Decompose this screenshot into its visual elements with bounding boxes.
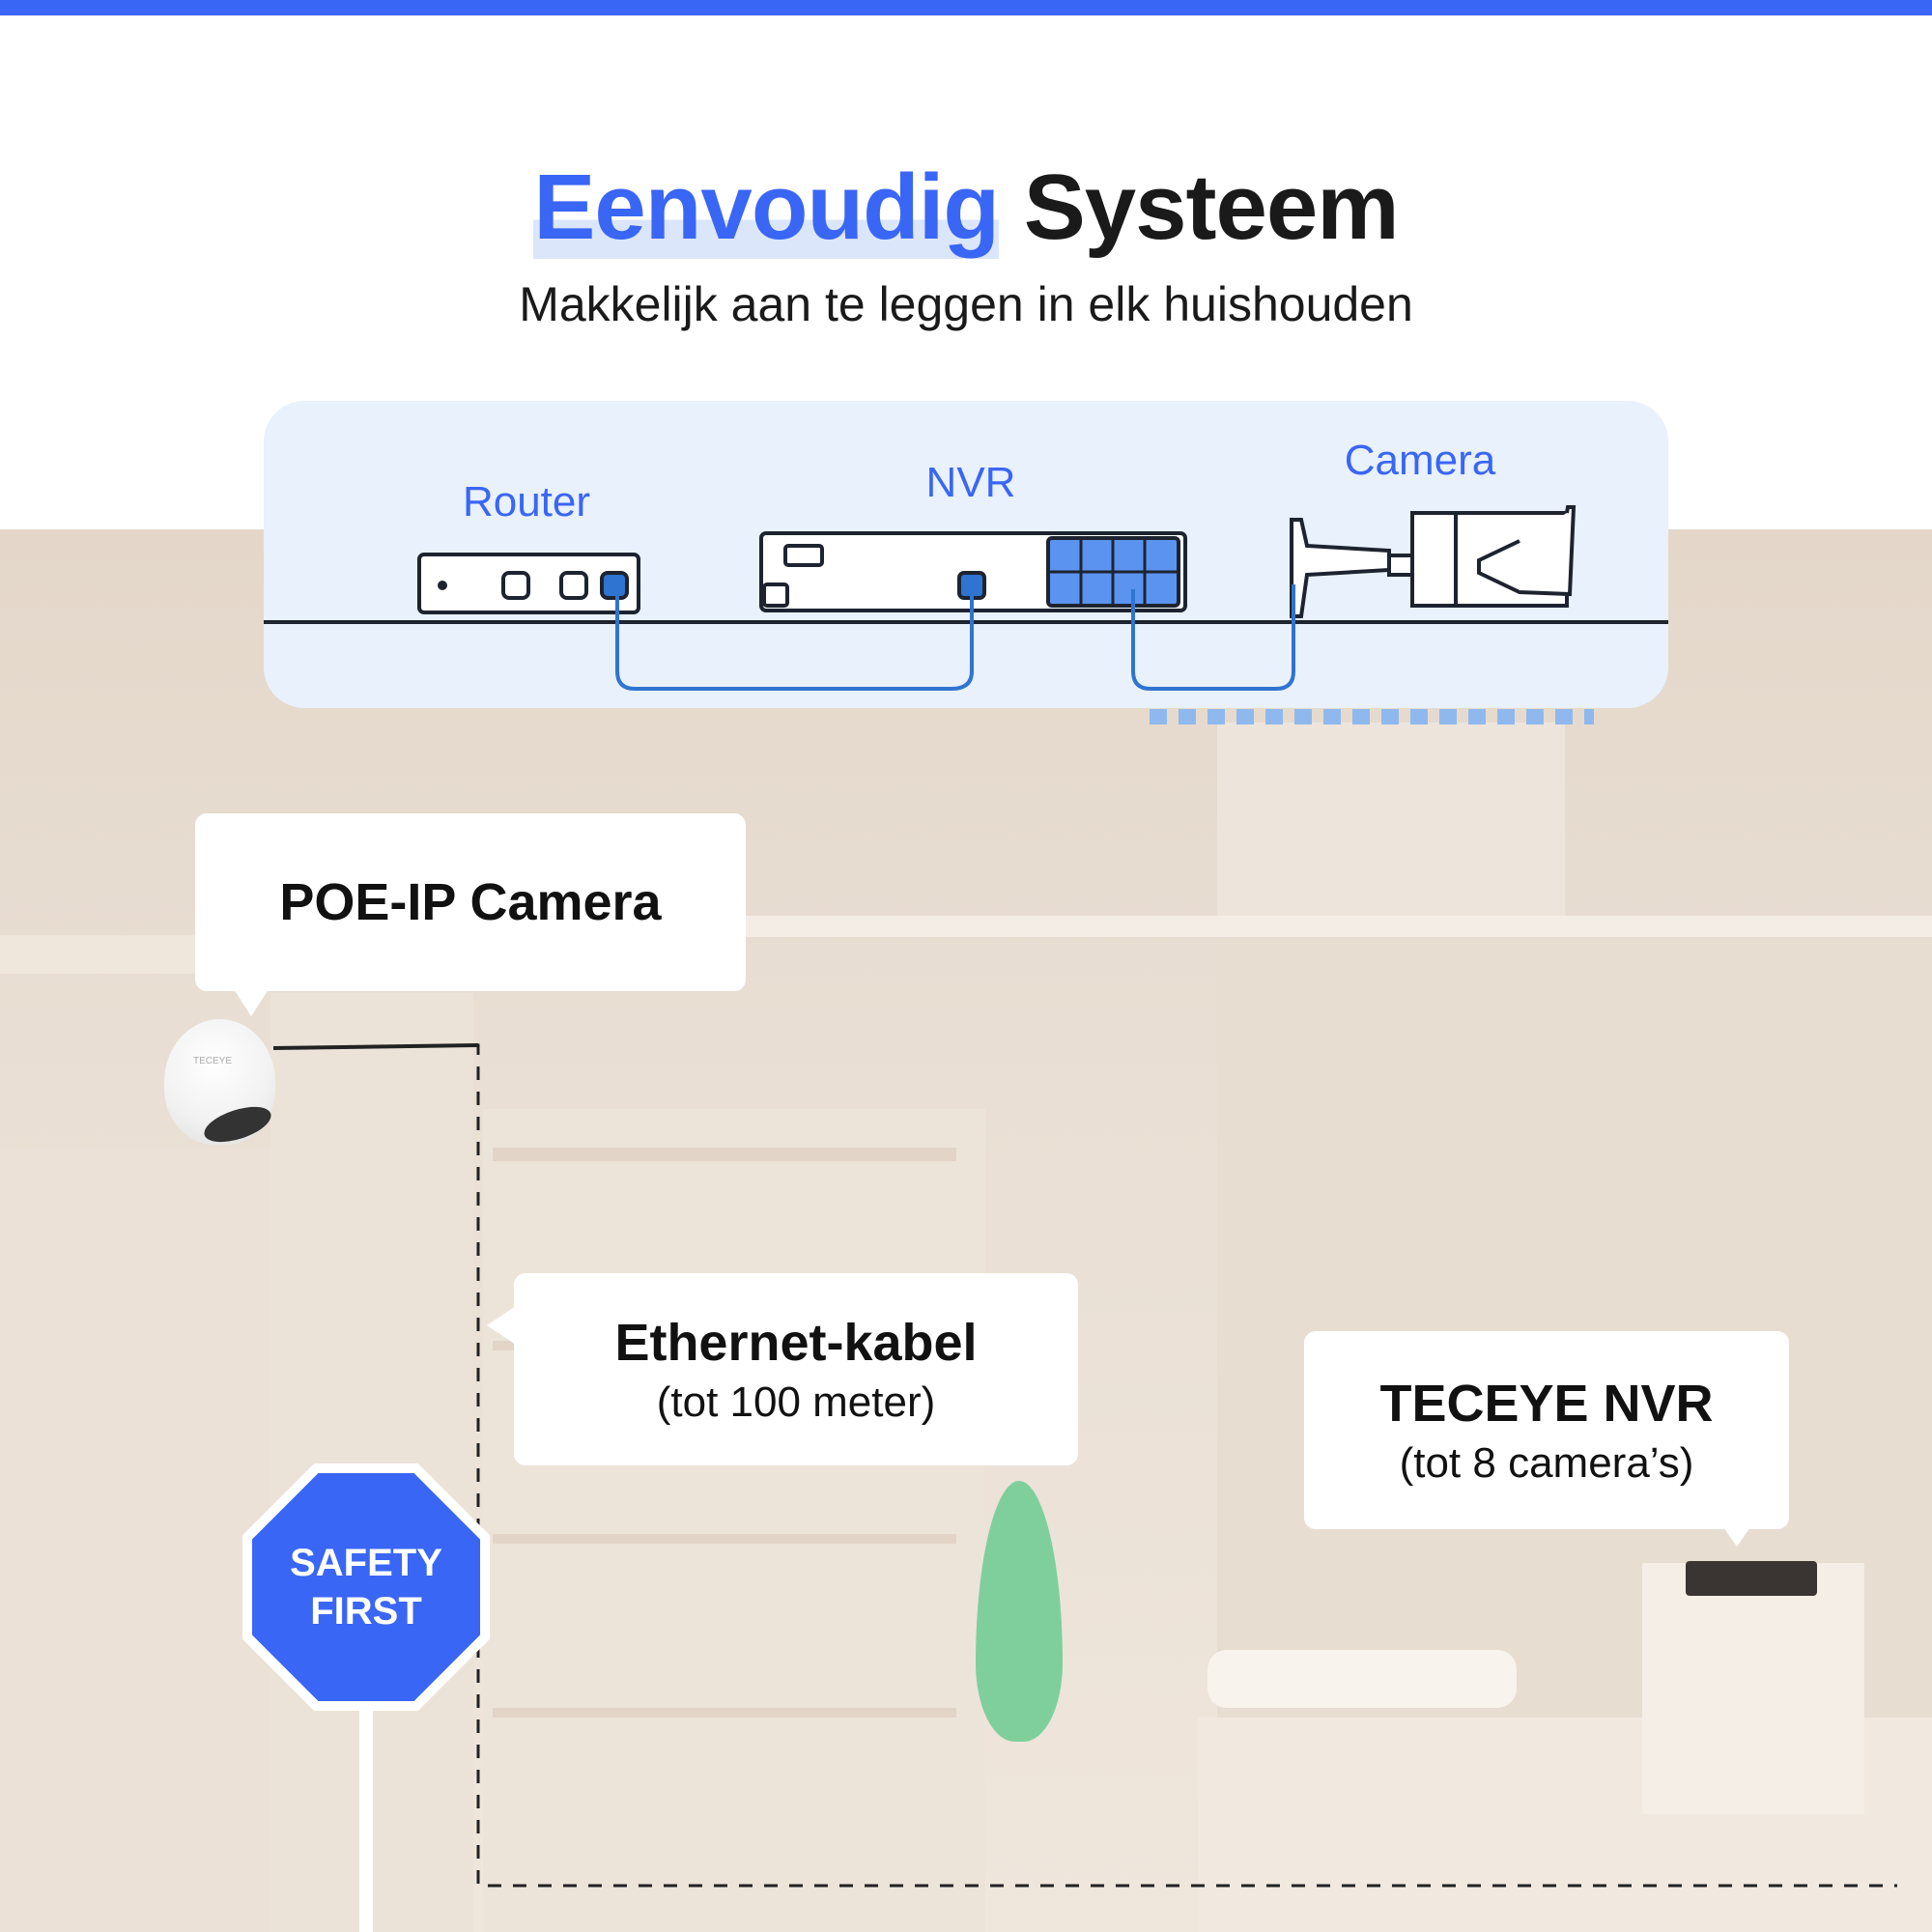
dome-camera-image: TECEYE (164, 1019, 275, 1150)
callout-ethernet-cable: Ethernet-kabel (tot 100 meter) (487, 1273, 1078, 1465)
bullet-camera-icon (1290, 505, 1577, 618)
router-label: Router (462, 478, 591, 526)
top-accent-bar (0, 0, 1932, 15)
camera-label: Camera (1344, 437, 1496, 484)
callout-poe-camera: POE-IP Camera (195, 813, 746, 1016)
title-highlight: Eenvoudig (533, 156, 1000, 259)
nvr-camera-cable (1131, 584, 1295, 691)
page-subtitle: Makkelijk aan te leggen in elk huishoude… (519, 277, 1413, 331)
callout-title: POE-IP Camera (279, 873, 662, 931)
camera-brand-text: TECEYE (193, 1056, 233, 1066)
callout-title: TECEYE NVR (1379, 1374, 1714, 1433)
nvr-icon (759, 531, 1187, 612)
callout-nvr: TECEYE NVR (tot 8 camera’s) (1304, 1331, 1789, 1547)
router-nvr-cable (615, 594, 974, 691)
title-rest: Systeem (1023, 156, 1400, 259)
safety-first-badge: SAFETY FIRST (242, 1463, 490, 1711)
callout-detail: (tot 8 camera’s) (1399, 1438, 1694, 1487)
system-diagram-panel: Router NVR Camera (264, 401, 1668, 708)
callout-detail: (tot 100 meter) (656, 1378, 936, 1426)
router-icon (417, 553, 640, 614)
badge-line-2: FIRST (310, 1590, 422, 1633)
badge-line-1: SAFETY (290, 1542, 442, 1584)
nvr-label: NVR (925, 459, 1016, 506)
callout-title: Ethernet-kabel (614, 1313, 978, 1372)
page-title: Eenvoudig Systeem (0, 155, 1932, 261)
